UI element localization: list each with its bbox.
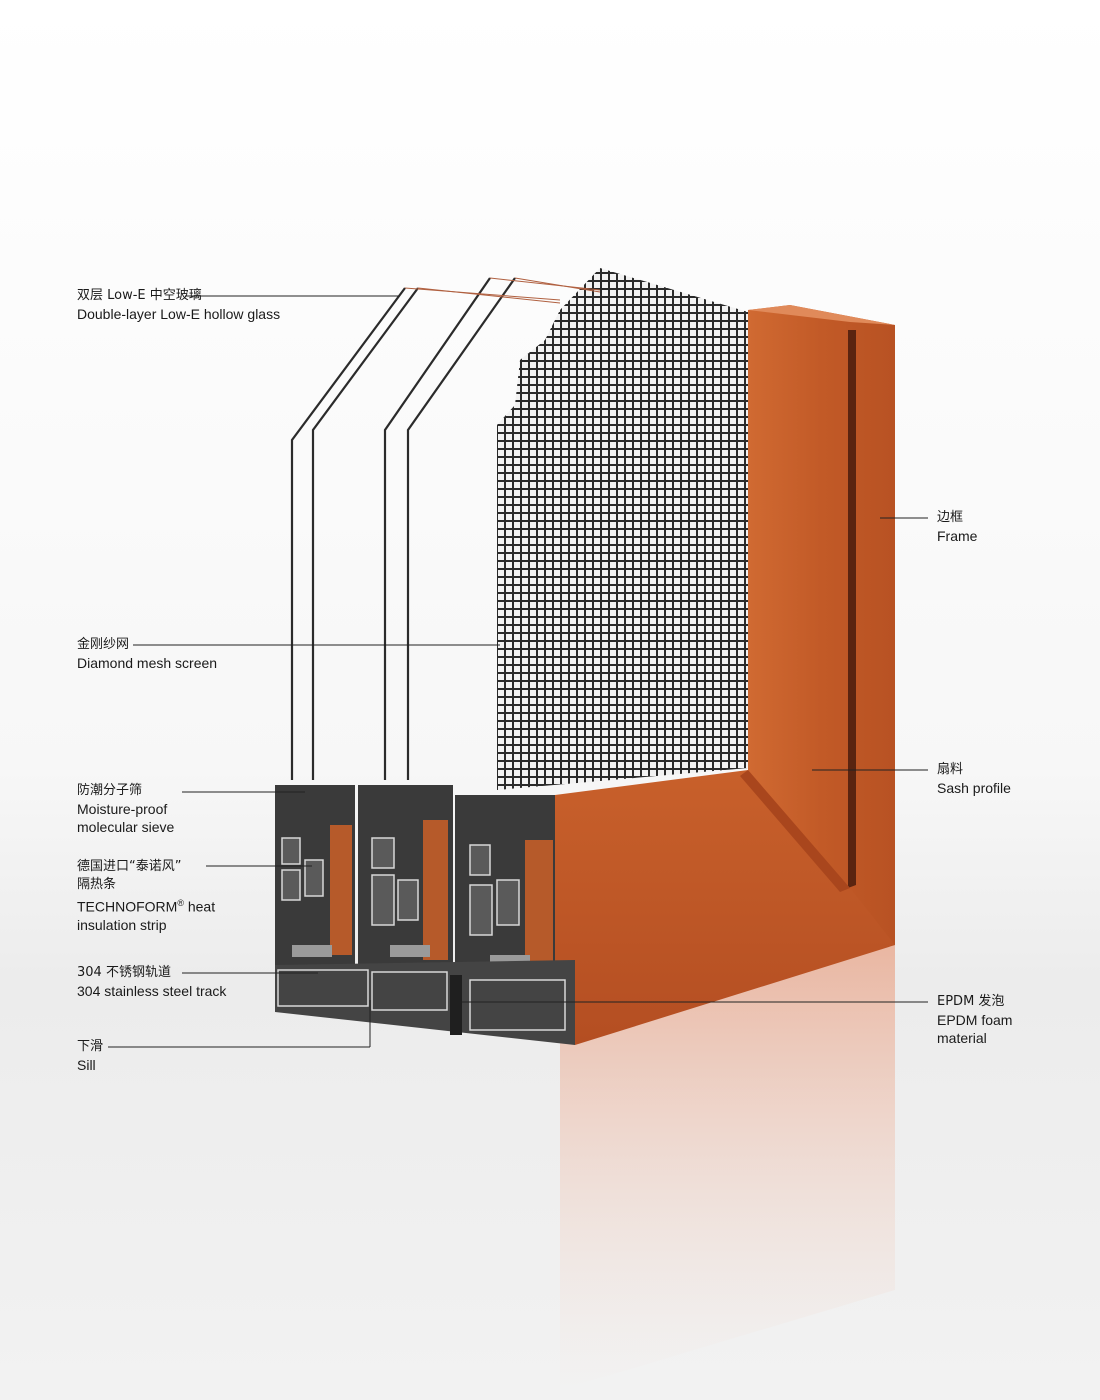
- label-strip-en1: TECHNOFORM® heat: [77, 894, 215, 916]
- glass-panes: [290, 277, 516, 780]
- sash-inner-edge: [740, 770, 850, 892]
- frame-top-edge: [748, 305, 895, 325]
- label-sash-cn: 扇料: [937, 762, 964, 777]
- label-frame-cn: 边框: [937, 510, 964, 525]
- label-glass-en: Double-layer Low-E hollow glass: [77, 306, 281, 322]
- label-track-en: 304 stainless steel track: [77, 983, 227, 999]
- label-sieve-en1: Moisture-proof: [77, 801, 168, 817]
- label-strip-en1-rest: heat: [183, 898, 216, 915]
- frame-vertical: [748, 305, 895, 955]
- label-epdm-en1: EPDM foam: [937, 1012, 1013, 1028]
- floor-reflection: [560, 945, 895, 1390]
- label-glass-cn: 双层 Low-E 中空玻璃: [77, 288, 202, 303]
- label-strip: 德国进口“泰诺风” 隔热条 TECHNOFORM® heat insulatio…: [77, 858, 215, 934]
- label-mesh-cn: 金刚纱网: [77, 637, 130, 652]
- leader-lines: [108, 295, 928, 1048]
- label-epdm-en2: material: [937, 1030, 987, 1046]
- label-frame: 边框 Frame: [937, 509, 977, 545]
- label-sill-cn: 下滑: [77, 1039, 104, 1054]
- label-strip-cn1: 德国进口“泰诺风”: [77, 859, 182, 874]
- frame-groove: [848, 330, 856, 888]
- label-sash-en: Sash profile: [937, 780, 1011, 796]
- label-sill: 下滑 Sill: [77, 1038, 103, 1074]
- label-sash: 扇料 Sash profile: [937, 761, 1011, 797]
- label-sieve: 防潮分子筛 Moisture-proof molecular sieve: [77, 782, 174, 836]
- label-glass: 双层 Low-E 中空玻璃 Double-layer Low-E hollow …: [77, 287, 280, 323]
- label-sill-en: Sill: [77, 1057, 96, 1073]
- label-epdm: EPDM 发泡 EPDM foam material: [937, 993, 1012, 1047]
- mesh-screen: [497, 268, 748, 790]
- label-strip-cn2: 隔热条: [77, 877, 117, 892]
- registered-mark: ®: [177, 898, 184, 908]
- label-mesh-en: Diamond mesh screen: [77, 655, 218, 671]
- label-track-cn: 304 不锈钢轨道: [77, 965, 171, 980]
- label-frame-en: Frame: [937, 528, 978, 544]
- label-sieve-en2: molecular sieve: [77, 819, 175, 835]
- aluminum-profiles: [275, 785, 575, 1045]
- sash-bottom-face: [555, 770, 895, 1045]
- label-mesh: 金刚纱网 Diamond mesh screen: [77, 636, 217, 672]
- label-strip-en2: insulation strip: [77, 916, 167, 933]
- label-track: 304 不锈钢轨道 304 stainless steel track: [77, 964, 226, 1000]
- label-sieve-cn: 防潮分子筛: [77, 783, 143, 798]
- label-strip-brand: TECHNOFORM: [77, 898, 178, 915]
- label-epdm-cn: EPDM 发泡: [937, 994, 1005, 1009]
